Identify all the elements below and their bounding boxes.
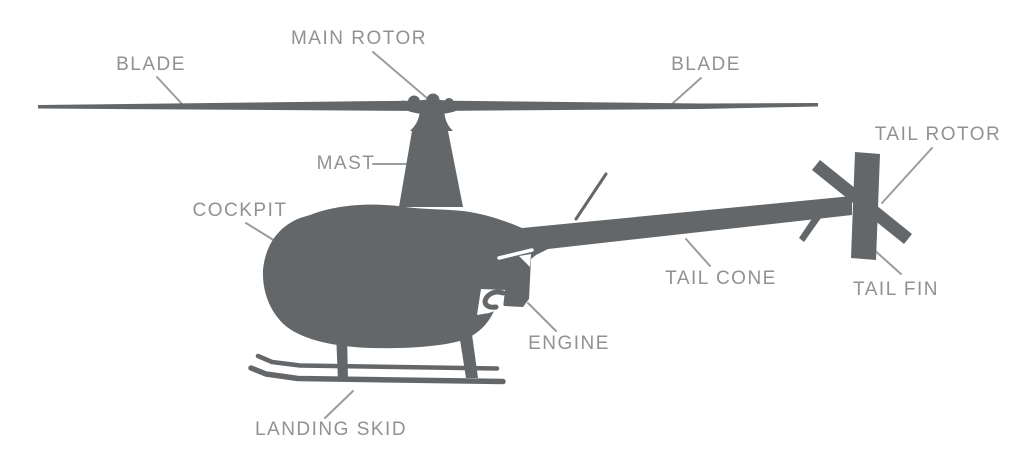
tail-fin-label: TAIL FIN — [853, 279, 939, 300]
exhaust-pipe-shape — [482, 289, 506, 310]
main-rotor-leader-line — [372, 51, 429, 100]
blade-left-label: BLADE — [116, 54, 186, 75]
tail-cone-leader-line — [685, 238, 711, 267]
engine-gap-line — [497, 248, 534, 260]
antenna-shape — [574, 172, 608, 221]
engine-label: ENGINE — [528, 333, 610, 354]
mast-shape — [399, 131, 463, 207]
engine-notch — [519, 254, 531, 267]
mast-label: MAST — [316, 153, 376, 174]
blade-left-leader-line — [156, 76, 183, 105]
blade-right-label: BLADE — [671, 54, 741, 75]
tail-rotor-blade-shape — [812, 160, 912, 244]
far-skid-shape — [255, 353, 500, 371]
rear-strut-shape — [458, 327, 478, 378]
blade-right-leader-line — [672, 77, 702, 104]
tail-cone-label: TAIL CONE — [665, 268, 777, 289]
tail-rotor-label: TAIL ROTOR — [874, 124, 1002, 145]
tail-rotor-leader-line — [881, 147, 933, 204]
fuselage-shape — [262, 196, 852, 349]
ventral-fin-shape — [799, 214, 821, 242]
main-rotor-label: MAIN ROTOR — [290, 28, 428, 49]
landing-skid-leader-line — [324, 390, 354, 419]
engine-leader-line — [527, 302, 557, 332]
leader-lines — [156, 51, 933, 419]
helicopter-silhouette — [38, 93, 912, 385]
cockpit-label: COCKPIT — [192, 200, 288, 221]
front-strut-shape — [336, 333, 348, 381]
near-skid-shape — [248, 365, 506, 385]
landing-skid-label: LANDING SKID — [254, 419, 408, 440]
landing-gear-shape — [248, 327, 506, 385]
tail-fin-leader-line — [871, 247, 902, 275]
main-rotor-hub-shape — [398, 93, 464, 131]
